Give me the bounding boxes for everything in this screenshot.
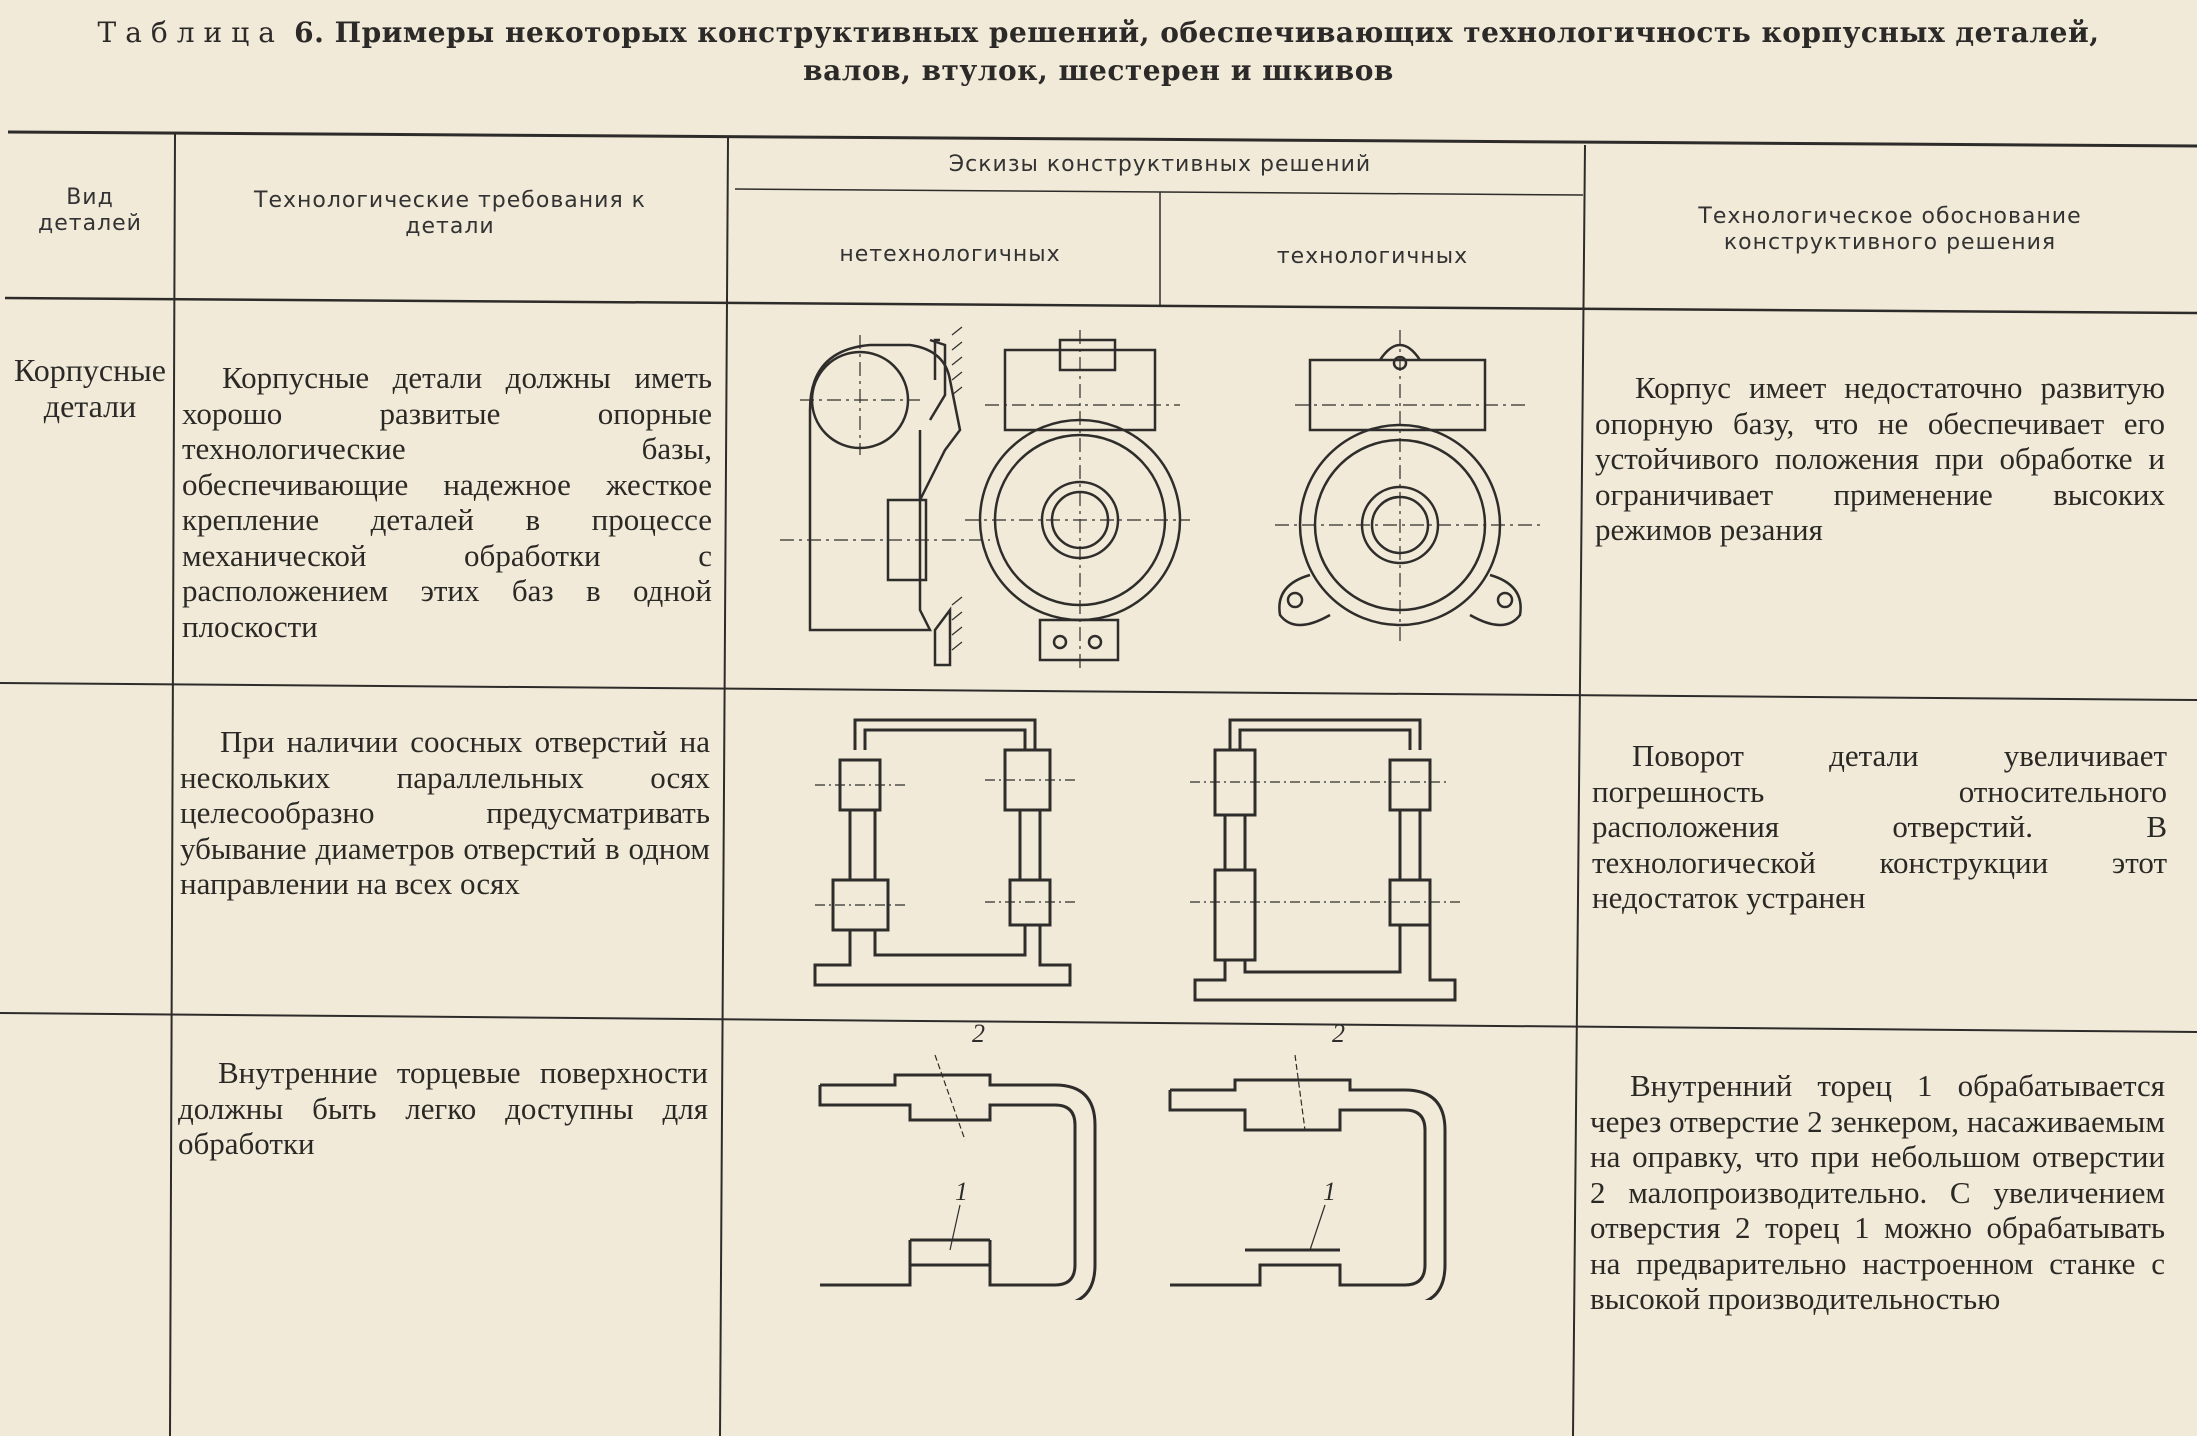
- header-requirements: Технологические требования к детали: [254, 188, 646, 239]
- row-3-rationale: Внутренний торец 1 обрабатывается через …: [1590, 1068, 2165, 1317]
- header-rationale: Технологическое обоснование конструктивн…: [1698, 204, 2082, 255]
- row-2-rationale: Поворот детали увеличивает погрешность о…: [1592, 738, 2167, 916]
- row-2-requirement: При наличии соосных отверстий на несколь…: [180, 724, 710, 902]
- row-3-sketch-non-tech: 2 1: [818, 1020, 1097, 1300]
- row-1-requirement: Корпусные детали должны иметь хорошо раз…: [182, 360, 712, 644]
- row-1-sketch-tech: [1275, 330, 1545, 645]
- row-3-label-hole-a: 2: [972, 1020, 985, 1048]
- row-2-requirement-text: При наличии соосных отверстий на несколь…: [180, 724, 710, 901]
- row-3-rationale-text: Внутренний торец 1 обрабатывается через …: [1590, 1068, 2165, 1316]
- header-non-tech: нетехнологичных: [839, 242, 1061, 267]
- row-3-label-face-a: 1: [955, 1177, 968, 1206]
- row-3-label-hole-b: 2: [1332, 1020, 1345, 1048]
- header-kind: Вид деталей: [38, 185, 142, 236]
- row-1-rationale: Корпус имеет недостаточно развитую опорн…: [1595, 370, 2165, 548]
- title-line-1: Таблица 6. Примеры некоторых конструктив…: [0, 14, 2197, 52]
- row-1-rationale-text: Корпус имеет недостаточно развитую опорн…: [1595, 370, 2165, 547]
- row-2-sketch-tech: [1190, 718, 1460, 1002]
- header-tech: технологичных: [1276, 244, 1469, 269]
- row-3-label-face-b: 1: [1323, 1177, 1336, 1206]
- header-sketches: Эскизы конструктивных решений: [948, 152, 1372, 177]
- title-line-2: валов, втулок, шестерен и шкивов: [803, 54, 1394, 87]
- row-2-rationale-text: Поворот детали увеличивает погрешность о…: [1592, 738, 2167, 915]
- row-2-sketch-non-tech: [813, 718, 1075, 987]
- row-1-requirement-text: Корпусные детали должны иметь хорошо раз…: [182, 360, 712, 644]
- title-text-1: Примеры некоторых конструктивных решений…: [334, 16, 2100, 49]
- title-prefix: Таблица: [97, 16, 284, 49]
- row-1-kind: Корпусные детали: [14, 352, 166, 424]
- row-3-sketch-tech: 2 1: [1168, 1020, 1447, 1300]
- table-title: Таблица 6. Примеры некоторых конструктив…: [0, 14, 2197, 90]
- row-1-sketch-non-tech: [780, 326, 1190, 670]
- row-3-requirement: Внутренние торцевые поверхности должны б…: [178, 1055, 708, 1162]
- title-number: 6.: [294, 16, 325, 49]
- row-3-requirement-text: Внутренние торцевые поверхности должны б…: [178, 1055, 708, 1161]
